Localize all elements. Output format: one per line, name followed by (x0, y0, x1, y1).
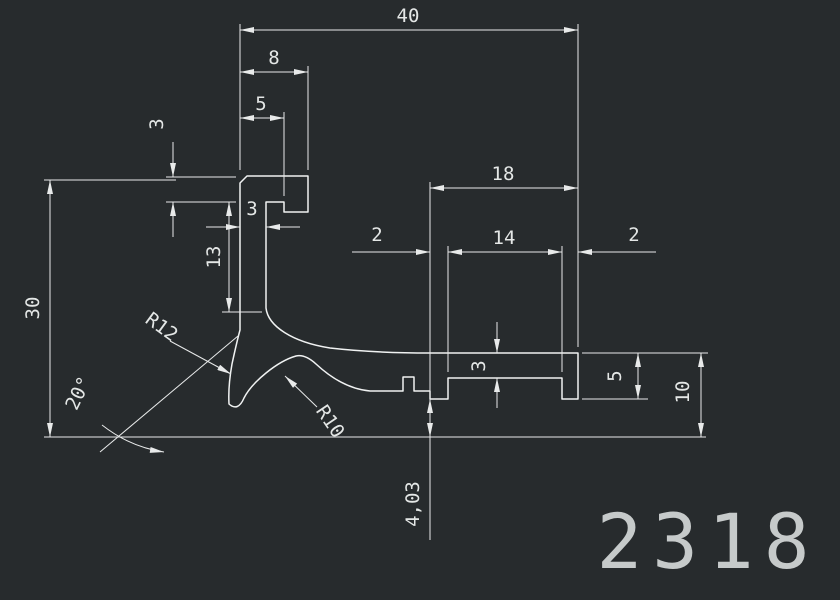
dim-end-height: 5 (604, 353, 641, 399)
dim-leg-height-label: 13 (203, 246, 225, 269)
dim-arm-height: 10 (672, 353, 704, 437)
dim-arm-thickness: 3 (468, 322, 500, 408)
dim-left-lip-label: 2 (371, 224, 382, 246)
part-number: 2318 (596, 497, 819, 586)
dim-channel-width: 18 (430, 163, 578, 191)
dim-total-height: 30 (22, 180, 53, 437)
dim-hook-inner-width: 5 (240, 93, 284, 121)
dim-leg-thickness-label: 3 (246, 198, 257, 220)
dim-arm-height-label: 10 (672, 381, 694, 404)
dim-cap-thickness-label: 3 (146, 118, 168, 129)
dim-leg-thickness: 3 (206, 198, 300, 230)
dim-channel-width-label: 18 (492, 163, 515, 185)
profile-outline (228, 175, 579, 408)
angle-arc (101, 424, 165, 453)
dim-left-lip: 2 (352, 224, 430, 255)
dim-end-height-label: 5 (604, 370, 626, 381)
dim-channel-inner-width-label: 14 (493, 227, 516, 249)
dim-total-width: 40 (240, 5, 578, 33)
dim-cap-thickness: 3 (146, 118, 176, 237)
dim-total-width-label: 40 (397, 5, 420, 27)
dim-right-lip-label: 2 (628, 224, 639, 246)
extension-lines (44, 24, 708, 540)
angle-construction-line (99, 335, 239, 453)
leader-line (169, 340, 232, 375)
dim-channel-inner-width: 14 (448, 227, 562, 255)
dim-arm-thickness-label: 3 (468, 360, 490, 371)
dim-hook-width: 8 (240, 47, 308, 75)
dim-hook-width-label: 8 (268, 47, 279, 69)
dim-leg-height: 13 (203, 202, 232, 312)
leader-line (284, 375, 318, 408)
dim-hook-inner-width-label: 5 (255, 93, 266, 115)
dim-total-height-label: 30 (22, 297, 44, 320)
dim-foot-clearance-label: 4,03 (402, 481, 424, 527)
dim-right-lip: 2 (578, 224, 656, 255)
dim-foot-clearance: 4,03 (402, 399, 433, 527)
